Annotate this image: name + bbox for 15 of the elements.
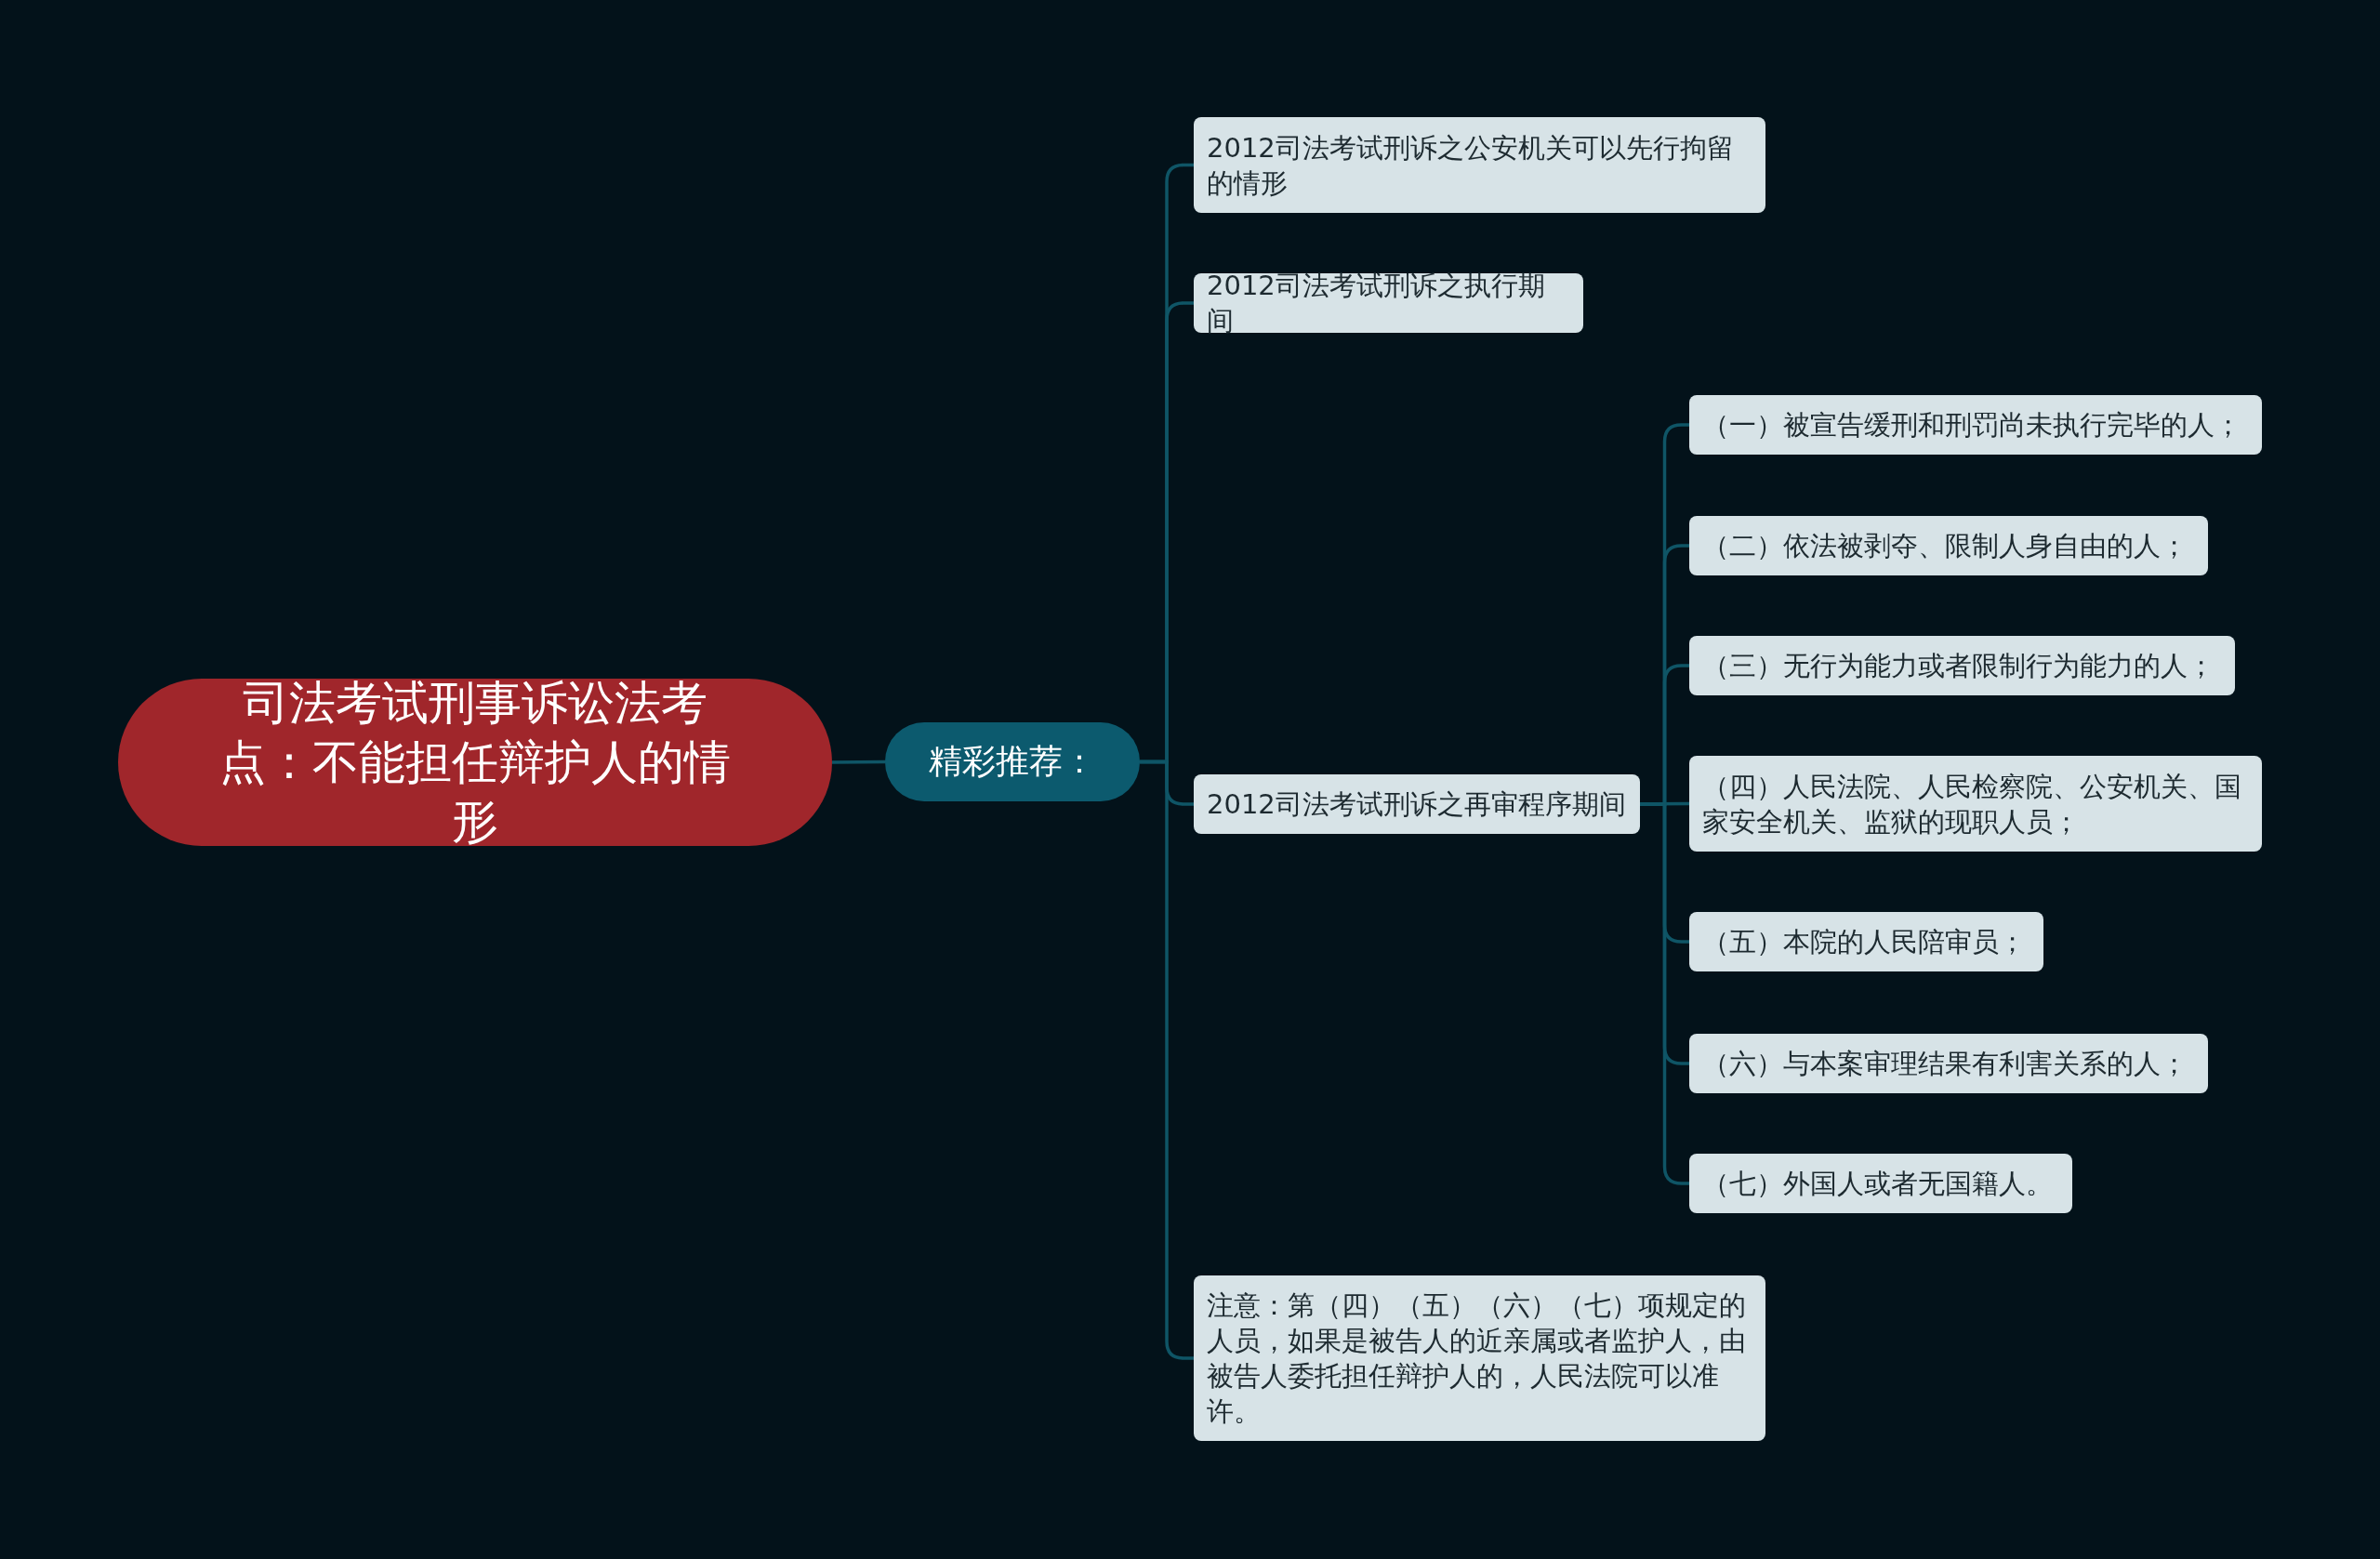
topic-box: （七）外国人或者无国籍人。 [1689, 1154, 2072, 1213]
connector-line [832, 760, 885, 764]
topic-box: （五）本院的人民陪审员； [1689, 912, 2043, 971]
topic-box: （一）被宣告缓刑和刑罚尚未执行完毕的人； [1689, 395, 2262, 455]
connector-line [1640, 802, 1689, 1185]
topic-box: 2012司法考试刑诉之公安机关可以先行拘留的情形 [1194, 117, 1765, 213]
root-node: 司法考试刑事诉讼法考点：不能担任辩护人的情形 [118, 679, 832, 846]
topic-box: （二）依法被剥夺、限制人身自由的人； [1689, 516, 2208, 575]
topic-box: 2012司法考试刑诉之执行期间 [1194, 273, 1583, 333]
topic-box: 2012司法考试刑诉之再审程序期间 [1194, 774, 1640, 834]
note-box: 注意：第（四）（五）（六）（七）项规定的人员，如果是被告人的近亲属或者监护人，由被告人委托担任辩护人的，人民法院可以准许。 [1194, 1275, 1765, 1441]
topic-node: 精彩推荐： [885, 722, 1140, 801]
topic-box: （三）无行为能力或者限制行为能力的人； [1689, 636, 2235, 695]
topic-box: （四）人民法院、人民检察院、公安机关、国家安全机关、监狱的现职人员； [1689, 756, 2262, 852]
topic-box: （六）与本案审理结果有利害关系的人； [1689, 1034, 2208, 1093]
